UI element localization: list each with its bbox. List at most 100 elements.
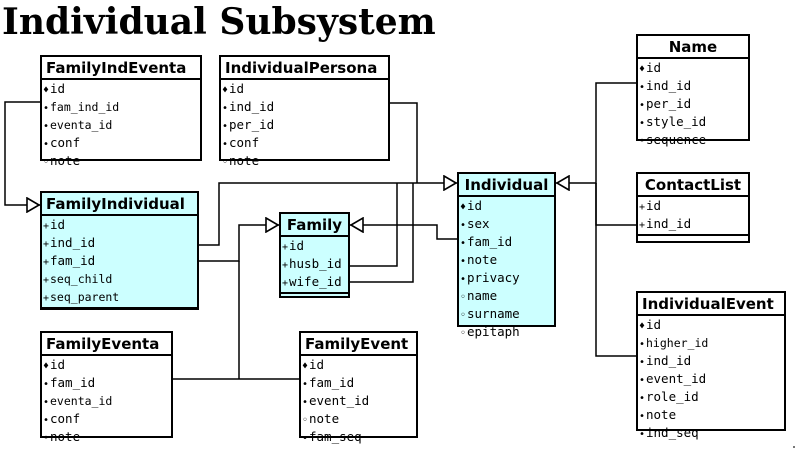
field-name: ind_id: [50, 235, 96, 250]
field-marker: +: [282, 260, 289, 271]
field-row: •ind_id: [221, 99, 388, 117]
link-individualevent-individual: [595, 183, 636, 357]
entity-fields: ♦id•fam_id•event_id◦note•fam_seq: [301, 356, 416, 447]
field-name: id: [229, 81, 245, 96]
link-familyindeventa-familyindividual: [4, 101, 40, 205]
field-name: note: [467, 252, 498, 267]
field-marker: •: [639, 339, 646, 350]
field-marker: •: [43, 397, 50, 408]
field-name: note: [646, 407, 677, 422]
field-marker: •: [43, 121, 50, 132]
field-marker: •: [639, 375, 646, 386]
field-name: event_id: [309, 393, 370, 408]
entity-individualpersona: IndividualPersona ♦id•ind_id•per_id•conf…: [219, 55, 390, 168]
entity-header: FamilyIndEventa: [42, 57, 200, 80]
field-name: ind_id: [229, 99, 275, 114]
field-name: sex: [467, 216, 490, 231]
entity-name: Name ♦id•ind_id•per_id•style_id◦sequence: [636, 34, 750, 147]
field-row: •note: [459, 252, 554, 270]
field-name: conf: [229, 135, 260, 150]
field-marker: +: [282, 278, 289, 289]
entity-header: FamilyEvent: [301, 333, 416, 356]
field-marker: •: [639, 118, 646, 129]
field-marker: ♦: [302, 361, 309, 372]
field-row: •ind_id: [638, 78, 748, 96]
field-name: conf: [50, 411, 81, 426]
field-row: ◦note: [301, 411, 416, 429]
field-name: id: [646, 317, 662, 332]
field-marker: •: [43, 139, 50, 150]
field-row: ◦name: [459, 288, 554, 306]
field-marker: •: [639, 100, 646, 111]
field-marker: •: [460, 220, 467, 231]
field-row: +ind_id: [638, 216, 748, 234]
field-row: •event_id: [638, 371, 784, 389]
field-row: ◦note: [42, 429, 171, 447]
entity-fields: ♦id•sex•fam_id•note•privacy◦name◦surname…: [459, 197, 554, 342]
field-row: ♦id: [42, 357, 171, 375]
field-name: id: [50, 81, 66, 96]
field-row: ◦sequence: [638, 132, 748, 150]
field-name: name: [467, 288, 498, 303]
field-marker: •: [460, 238, 467, 249]
field-marker: •: [302, 433, 309, 444]
link-family-husband: [350, 183, 398, 267]
field-marker: ◦: [302, 415, 309, 426]
field-marker: +: [639, 220, 646, 231]
field-row: ◦surname: [459, 306, 554, 324]
field-marker: •: [43, 379, 50, 390]
field-name: role_id: [646, 389, 699, 404]
field-name: event_id: [646, 371, 707, 386]
field-name: per_id: [229, 117, 275, 132]
field-name: eventa_id: [50, 118, 113, 132]
field-marker: ◦: [460, 310, 467, 321]
entity-fields: ♦id•ind_id•per_id•conf◦note: [221, 80, 388, 171]
field-marker: •: [43, 103, 50, 114]
field-marker: +: [43, 293, 50, 304]
entity-individualevent: IndividualEvent ♦id•higher_id•ind_id•eve…: [636, 291, 786, 440]
entity-family: Family +id+husb_id+wife_id: [279, 212, 350, 298]
field-marker: +: [43, 257, 50, 268]
field-marker: ♦: [43, 361, 50, 372]
field-name: id: [646, 60, 662, 75]
entity-footer: [42, 307, 197, 316]
entity-familyindividual: FamilyIndividual +id+ind_id+fam_id+seq_c…: [40, 191, 199, 310]
field-row: •role_id: [638, 389, 784, 407]
entity-footer: [281, 292, 348, 301]
field-row: •privacy: [459, 270, 554, 288]
field-name: ind_id: [646, 78, 692, 93]
field-row: ♦id: [301, 357, 416, 375]
entity-header: ContactList: [638, 174, 748, 197]
field-marker: +: [282, 242, 289, 253]
link-individual-family: [350, 225, 457, 240]
field-row: ◦note: [42, 153, 200, 171]
field-name: ind_id: [646, 353, 692, 368]
field-marker: ♦: [460, 202, 467, 213]
field-row: •fam_id: [301, 375, 416, 393]
entity-fields: +id+ind_id: [638, 197, 748, 234]
link-familyindividual-family: [199, 225, 279, 262]
entity-fields: ♦id•higher_id•ind_id•event_id•role_id•no…: [638, 316, 784, 443]
field-marker: +: [639, 202, 646, 213]
entity-header: FamilyEventa: [42, 333, 171, 356]
field-name: fam_id: [467, 234, 513, 249]
link-familyindividual-individual: [199, 183, 457, 246]
entity-header: Name: [638, 36, 748, 59]
field-name: id: [50, 217, 66, 232]
field-row: •style_id: [638, 114, 748, 132]
field-name: higher_id: [646, 336, 709, 350]
field-row: •fam_seq: [301, 429, 416, 447]
field-row: •conf: [42, 411, 171, 429]
field-name: id: [50, 357, 66, 372]
field-marker: ◦: [222, 157, 229, 168]
field-name: id: [309, 357, 325, 372]
field-marker: •: [639, 357, 646, 368]
field-row: ♦id: [638, 60, 748, 78]
entity-header: Family: [281, 214, 348, 237]
field-marker: ◦: [460, 328, 467, 339]
field-marker: ◦: [460, 292, 467, 303]
entity-familyevent: FamilyEvent ♦id•fam_id•event_id◦note•fam…: [299, 331, 418, 444]
field-name: note: [50, 153, 81, 168]
link-contactlist-individual: [595, 183, 636, 226]
